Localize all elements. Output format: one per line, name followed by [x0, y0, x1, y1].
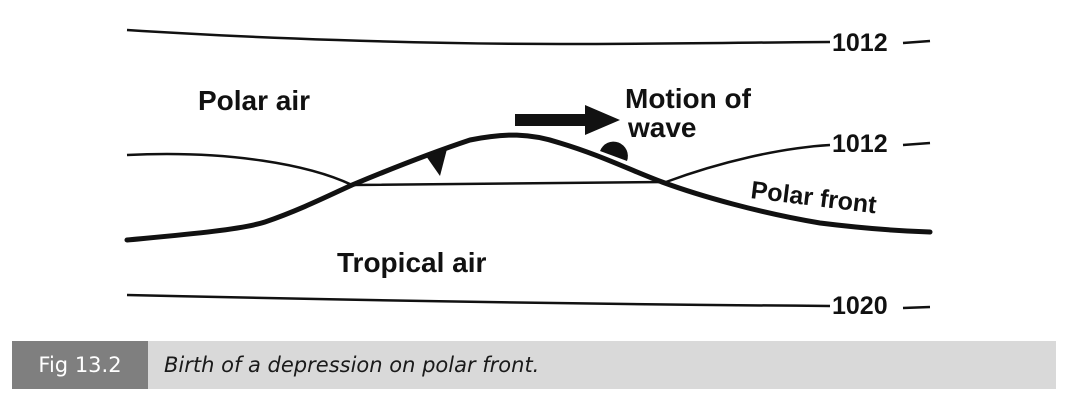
polar-air-label: Polar air: [198, 85, 310, 116]
tropical-air-label: Tropical air: [337, 247, 486, 278]
motion-arrow-icon: [515, 105, 620, 135]
isobar-middle-tick: [902, 141, 931, 147]
polar-front-diagram: 1012 1012 1020 Polar air Motion of wave …: [124, 28, 933, 320]
isobar-top-line: [126, 28, 831, 46]
figure-caption: Fig 13.2 Birth of a depression on polar …: [12, 341, 1056, 389]
isobar-bottom-label: 1020: [832, 292, 888, 320]
figure-caption-text: Birth of a depression on polar front.: [164, 353, 540, 377]
isobar-bottom-tick: [902, 305, 931, 310]
cold-front-triangle-icon: [426, 149, 447, 176]
warm-front-semicircle-icon: [600, 141, 628, 161]
figure-number-badge: Fig 13.2: [12, 341, 148, 389]
isobar-top-tick: [902, 39, 931, 45]
polar-front-line: [124, 132, 933, 243]
isobar-middle-label: 1012: [832, 130, 888, 158]
isobar-top-label: 1012: [832, 29, 888, 57]
isobar-middle-line: [126, 143, 831, 187]
isobar-bottom-line: [126, 293, 831, 308]
motion-label-line1: Motion of: [625, 83, 752, 114]
motion-label-line2: wave: [627, 112, 697, 143]
